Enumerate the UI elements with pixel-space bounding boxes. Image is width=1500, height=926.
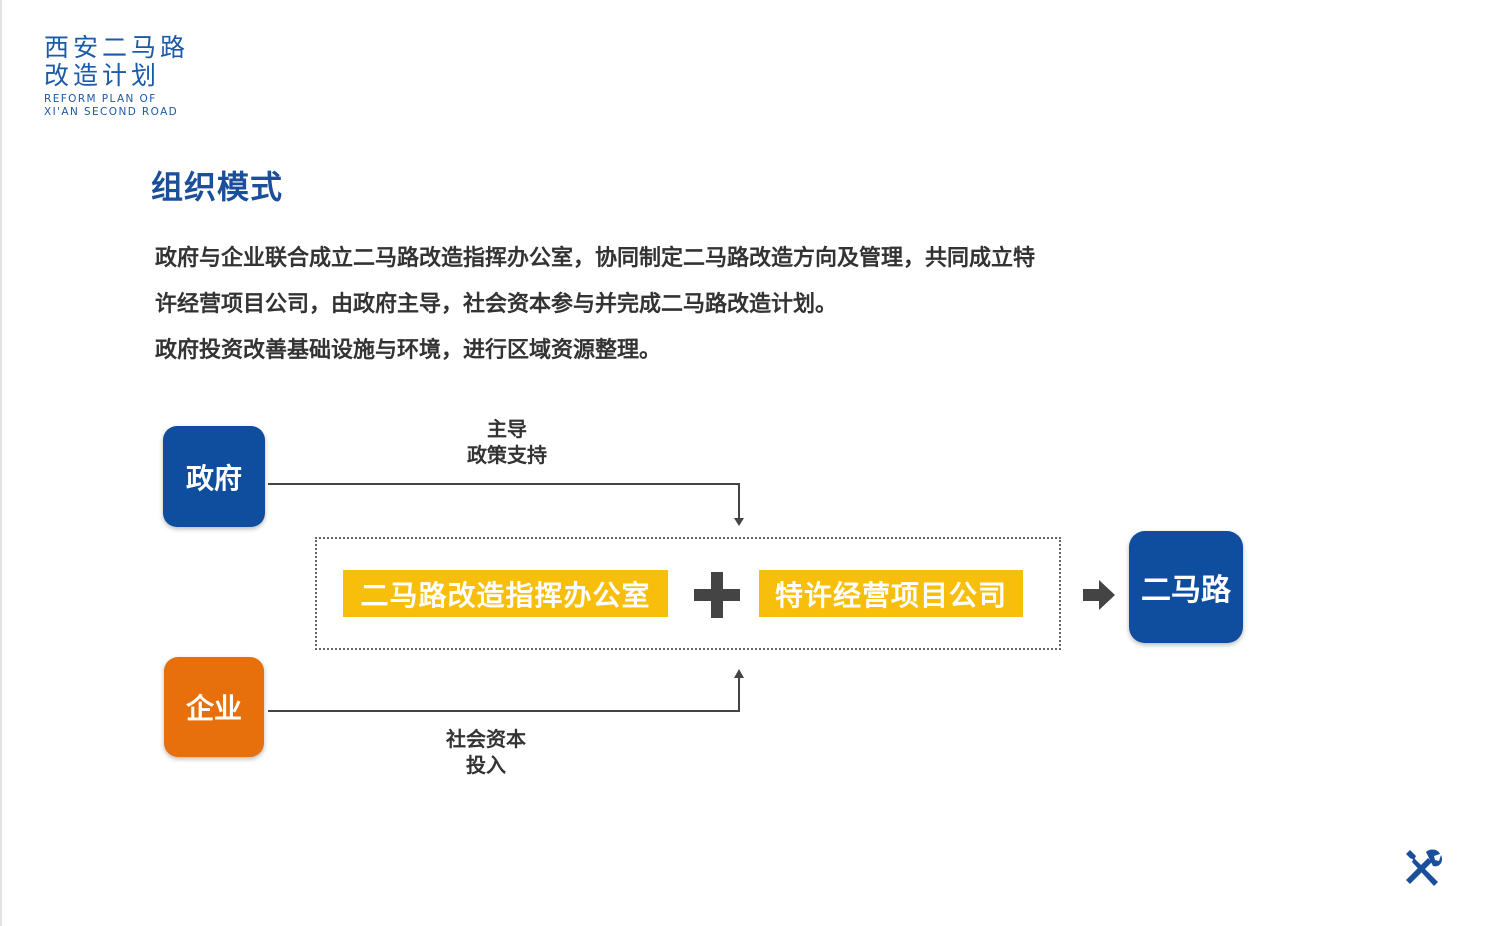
- edge-label-government-line2: 政策支持: [467, 443, 547, 467]
- description-line-2: 许经营项目公司，由政府主导，社会资本参与并完成二马路改造计划。: [155, 292, 838, 317]
- node-government-label: 政府: [185, 461, 242, 495]
- description-line-3: 政府投资改善基础设施与环境，进行区域资源整理。: [155, 338, 662, 363]
- arrow-down-icon: [734, 518, 744, 526]
- tag-command-office: 二马路改造指挥办公室: [343, 570, 668, 617]
- connector-enterprise-to-group: [268, 676, 740, 712]
- edge-label-enterprise: 社会资本 投入: [426, 726, 546, 778]
- group-box: [315, 537, 1061, 650]
- plus-icon: [694, 572, 740, 618]
- left-edge-divider: [0, 0, 2, 926]
- node-government: 政府: [163, 426, 265, 527]
- arrow-right-icon: [1083, 580, 1115, 610]
- description-text: 政府与企业联合成立二马路改造指挥办公室，协同制定二马路改造方向及管理，共同成立特…: [155, 236, 1235, 374]
- logo-subtitle: REFORM PLAN OF XI'AN SECOND ROAD: [44, 93, 189, 119]
- node-second-road: 二马路: [1129, 531, 1243, 643]
- node-enterprise: 企业: [164, 657, 264, 757]
- section-title: 组织模式: [151, 168, 284, 206]
- logo: 西安二马路 改造计划 REFORM PLAN OF XI'AN SECOND R…: [44, 34, 189, 119]
- logo-title-line2: 改造计划: [44, 61, 161, 90]
- arrow-up-icon: [734, 669, 744, 678]
- connector-government-to-group: [268, 483, 740, 522]
- logo-title-line1: 西安二马路: [44, 33, 190, 62]
- edge-label-enterprise-line2: 投入: [466, 753, 506, 777]
- node-second-road-label: 二马路: [1141, 573, 1231, 608]
- edge-label-government-line1: 主导: [487, 417, 527, 441]
- tools-icon: [1406, 849, 1443, 886]
- node-enterprise-label: 企业: [185, 692, 242, 725]
- logo-subtitle-line1: REFORM PLAN OF: [44, 93, 157, 105]
- edge-label-government: 主导 政策支持: [447, 416, 567, 468]
- edge-label-enterprise-line1: 社会资本: [446, 727, 526, 751]
- tag-franchise-company: 特许经营项目公司: [759, 570, 1023, 617]
- description-line-1: 政府与企业联合成立二马路改造指挥办公室，协同制定二马路改造方向及管理，共同成立特: [155, 246, 1036, 271]
- logo-subtitle-line2: XI'AN SECOND ROAD: [44, 106, 179, 118]
